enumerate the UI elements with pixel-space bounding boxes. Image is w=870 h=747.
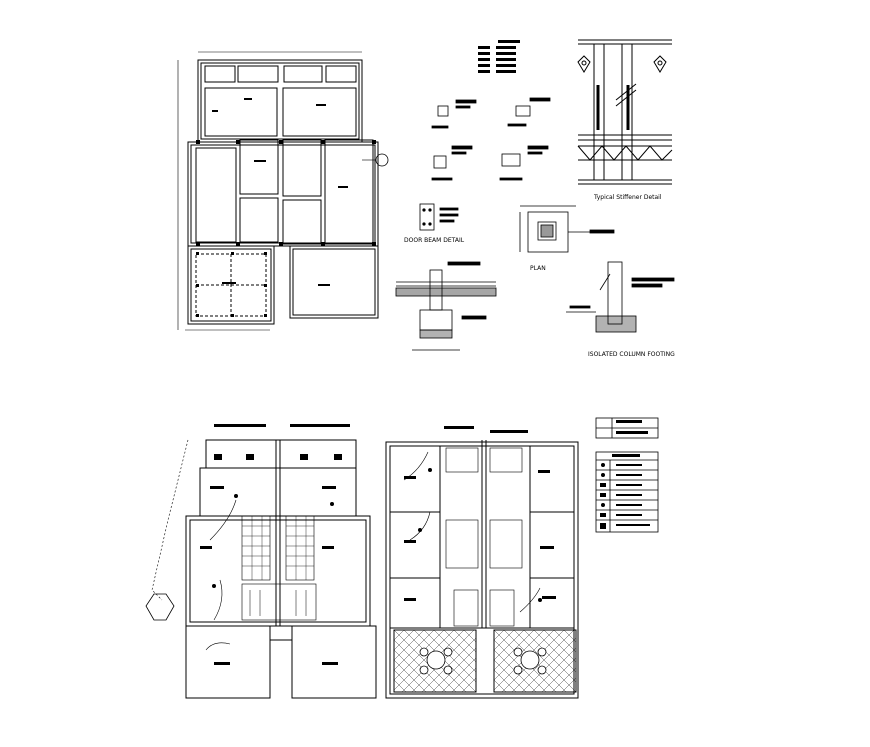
isolated-footing-detail — [566, 261, 675, 333]
column-plan-detail — [519, 205, 615, 253]
electrical-plan-left-tiles — [242, 516, 314, 580]
door-beam-detail — [419, 203, 459, 231]
electrical-plan-right — [385, 440, 579, 699]
legend-entries — [600, 420, 650, 529]
footing-label: ISOLATED COLUMN FOOTING — [588, 351, 675, 358]
electrical-plan-left-labels — [200, 424, 350, 665]
patio-furniture — [419, 647, 547, 675]
electrical-plan-left — [145, 439, 377, 699]
foundation-plan — [177, 51, 389, 331]
legend-symbols-table — [595, 451, 659, 533]
legend-title-block — [595, 417, 659, 439]
door-beam-detail-label: DOOR BEAM DETAIL — [404, 237, 465, 244]
plan-label: PLAN — [530, 265, 546, 272]
schedule-notes — [478, 40, 520, 73]
stiffener-detail — [577, 39, 673, 185]
stiffener-detail-label: Typical Stiffener Detail — [593, 194, 662, 201]
column-markers — [196, 98, 376, 317]
electrical-plan-right-labels — [404, 426, 556, 602]
column-section-details — [431, 97, 551, 181]
patio-hatch — [393, 629, 577, 693]
footing-section — [395, 261, 497, 351]
